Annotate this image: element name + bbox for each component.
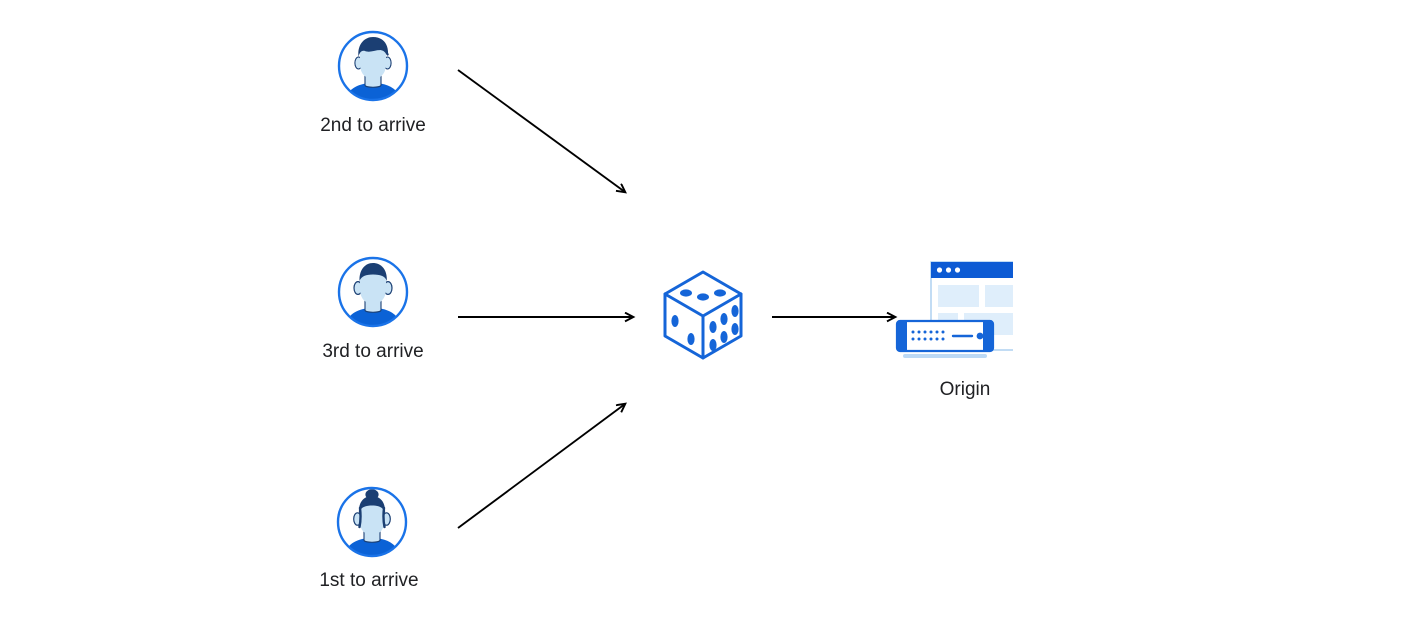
edge-2nd-to-dice (457, 69, 625, 192)
node-label-user-2nd: 2nd to arrive (320, 115, 426, 136)
user-avatar-icon (334, 484, 410, 560)
node-label-user-1st: 1st to arrive (319, 570, 419, 591)
origin-server-icon (893, 258, 1028, 363)
user-avatar-icon (335, 254, 411, 330)
user-avatar-icon (335, 28, 411, 104)
node-label-user-3rd: 3rd to arrive (322, 341, 424, 362)
edge-1st-to-dice (457, 404, 625, 529)
node-label-origin: Origin (939, 379, 991, 400)
dice-icon (658, 267, 748, 363)
